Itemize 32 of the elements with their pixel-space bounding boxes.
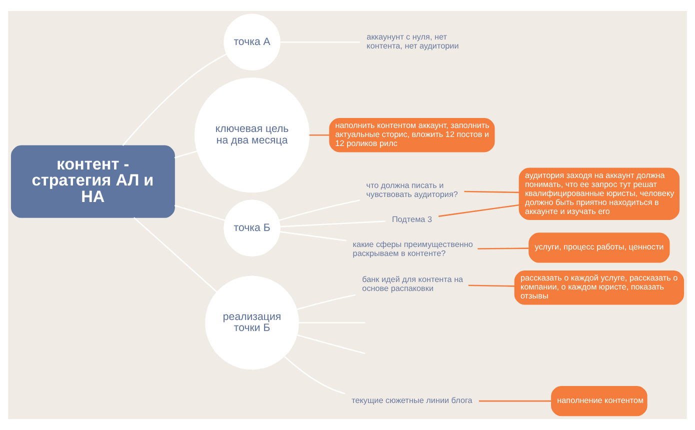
node-text: текущие сюжетные линии блога	[352, 396, 472, 406]
node-circle: точка Б	[224, 200, 280, 256]
node-text: банк идей для контента на основе распаковки	[362, 274, 464, 293]
node-circle: точка А	[224, 14, 280, 70]
connector	[174, 204, 226, 221]
connector	[297, 334, 366, 354]
node-box: услуги, процесс работы, ценности	[528, 232, 670, 263]
connector	[296, 294, 356, 310]
connector	[438, 204, 520, 217]
node-circle: ключевая цель на два месяца	[194, 78, 310, 193]
node-text: Подтема 3	[392, 214, 432, 224]
node-box: наполнение контентом	[551, 386, 648, 416]
connector	[464, 190, 519, 194]
node-circle: реализация точки Б	[205, 276, 299, 370]
node-text: что должна писать и чувствовать аудитория?	[366, 181, 458, 200]
node-box: рассказать о каждой услуге, рассказать о компании, о каждом юристе, показать отзывы	[514, 270, 684, 305]
connector	[122, 53, 227, 146]
connector	[284, 356, 346, 394]
node-box: контент - стратегия АЛ и НА	[10, 145, 175, 218]
node-box: наполнить контентом аккаунт, заполнить актуальные сторис, вложить 12 постов и 12 роликов рилс	[329, 118, 495, 152]
node-text: аккаунунт с нуля, нет контента, нет аудитории	[366, 32, 459, 51]
connector	[280, 231, 346, 242]
connector	[468, 284, 515, 287]
node-text: какие сферы преимущественно раскрываем в контенте?	[352, 240, 473, 258]
connector	[133, 217, 218, 292]
connector	[278, 200, 360, 221]
connector	[478, 248, 529, 250]
node-box: аудитория заходя на аккаунт должна понимать, что ее запрос тут решат квалифицированные юристы, человеку должно быть приятно находиться в аккаунте и изучать его	[518, 168, 680, 220]
connector	[479, 400, 552, 402]
connector	[309, 134, 330, 136]
connector	[174, 150, 198, 158]
connector	[280, 220, 386, 228]
